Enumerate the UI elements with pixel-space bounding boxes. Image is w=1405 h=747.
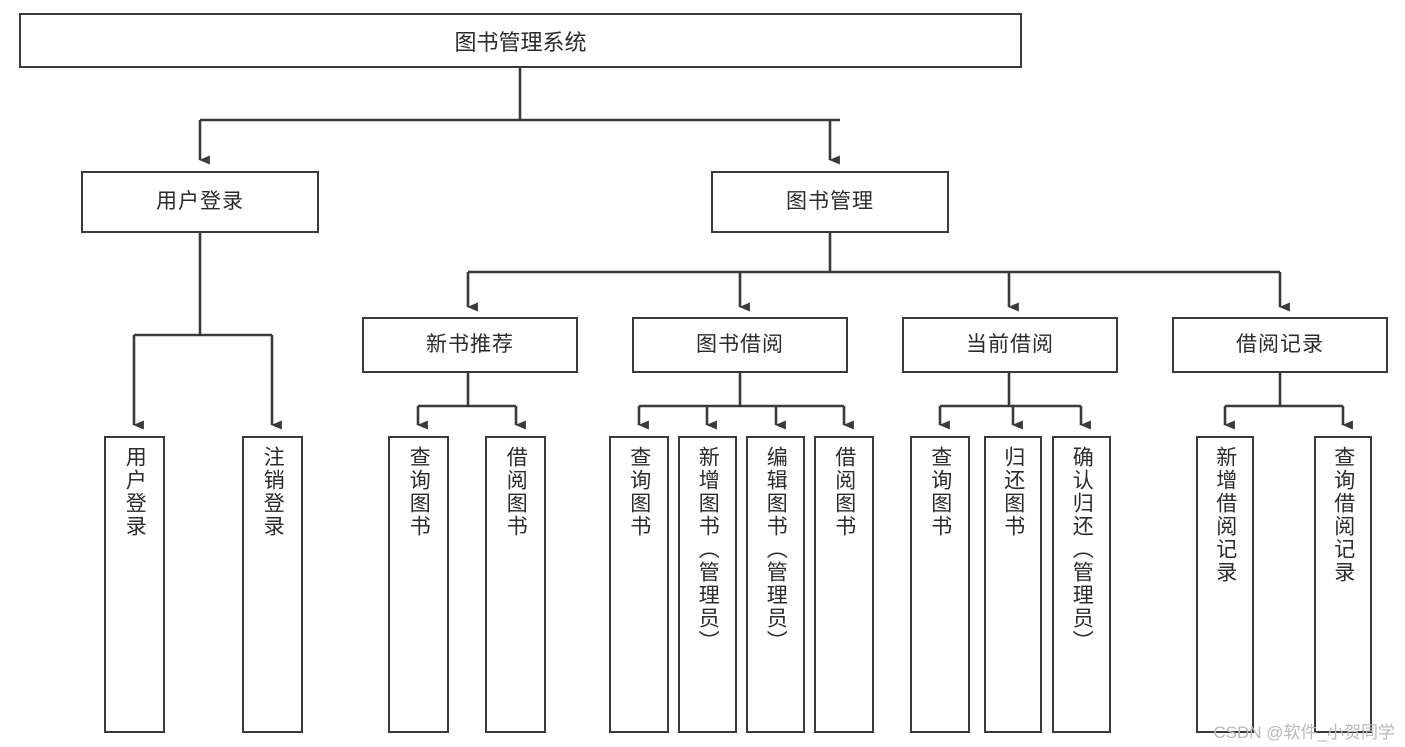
leaf-user-login-label: 用户登录 [123, 446, 147, 538]
node-user-login[interactable]: 用户登录 [81, 171, 319, 233]
leaf-add-borrow-record[interactable]: 新增借阅记录 [1196, 436, 1254, 733]
node-current-borrow-label: 当前借阅 [966, 333, 1054, 357]
leaf-query-book-current-label: 查询图书 [928, 446, 952, 538]
leaf-logout-label: 注销登录 [261, 446, 285, 538]
leaf-logout[interactable]: 注销登录 [242, 436, 303, 733]
node-new-book-recommend[interactable]: 新书推荐 [362, 317, 578, 373]
leaf-add-borrow-record-label: 新增借阅记录 [1213, 446, 1237, 584]
node-borrow-record[interactable]: 借阅记录 [1172, 317, 1388, 373]
leaf-query-borrow-record[interactable]: 查询借阅记录 [1314, 436, 1372, 733]
leaf-borrow-book-recommend[interactable]: 借阅图书 [485, 436, 546, 733]
leaf-borrow-book-recommend-label: 借阅图书 [504, 446, 528, 538]
leaf-query-borrow-record-label: 查询借阅记录 [1331, 446, 1355, 584]
node-borrow-record-label: 借阅记录 [1236, 333, 1324, 357]
leaf-query-book-recommend[interactable]: 查询图书 [388, 436, 449, 733]
leaf-confirm-return-admin[interactable]: 确认归还（管理员） [1052, 436, 1111, 733]
leaf-add-book-admin[interactable]: 新增图书（管理员） [678, 436, 737, 733]
leaf-confirm-return-admin-label: 确认归还（管理员） [1070, 446, 1094, 653]
node-new-book-recommend-label: 新书推荐 [426, 333, 514, 357]
node-book-manage[interactable]: 图书管理 [711, 171, 949, 233]
leaf-return-book[interactable]: 归还图书 [984, 436, 1042, 733]
node-book-borrow[interactable]: 图书借阅 [632, 317, 848, 373]
leaf-return-book-label: 归还图书 [1001, 446, 1025, 538]
node-book-manage-label: 图书管理 [786, 190, 874, 214]
node-root-label: 图书管理系统 [454, 29, 587, 55]
leaf-edit-book-admin-label: 编辑图书（管理员） [764, 446, 788, 653]
leaf-add-book-admin-label: 新增图书（管理员） [696, 446, 720, 653]
leaf-query-book-label: 查询图书 [627, 446, 651, 538]
node-root[interactable]: 图书管理系统 [19, 13, 1022, 68]
leaf-edit-book-admin[interactable]: 编辑图书（管理员） [746, 436, 805, 733]
node-current-borrow[interactable]: 当前借阅 [902, 317, 1118, 373]
watermark: CSDN @软件_小贺同学 [1213, 723, 1395, 742]
node-book-borrow-label: 图书借阅 [696, 333, 784, 357]
leaf-query-book-recommend-label: 查询图书 [407, 446, 431, 538]
leaf-query-book-current[interactable]: 查询图书 [910, 436, 970, 733]
leaf-query-book[interactable]: 查询图书 [609, 436, 669, 733]
leaf-borrow-book-label: 借阅图书 [832, 446, 856, 538]
node-user-login-label: 用户登录 [156, 190, 244, 214]
leaf-user-login[interactable]: 用户登录 [104, 436, 165, 733]
leaf-borrow-book[interactable]: 借阅图书 [814, 436, 874, 733]
